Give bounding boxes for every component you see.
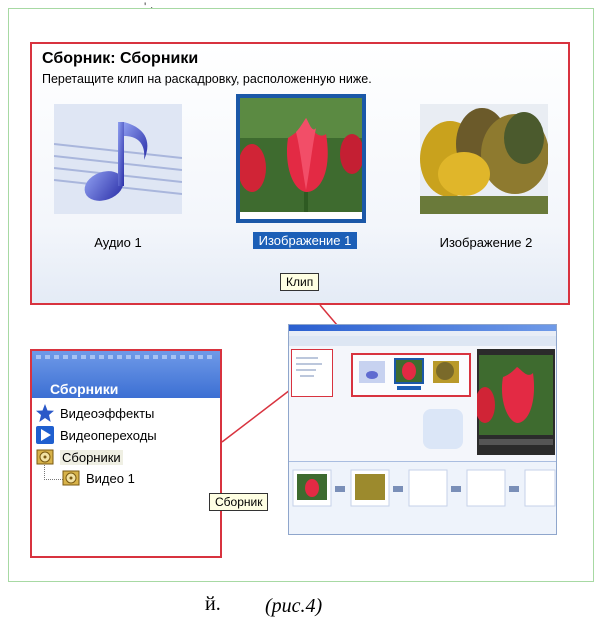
red-link-left (221, 389, 291, 443)
tree-connector (44, 465, 63, 480)
music-note-icon (54, 104, 182, 214)
tree-item-label: Видео 1 (86, 470, 135, 486)
mini-titlebar (289, 325, 556, 331)
mini-storyboard-frames (292, 469, 556, 507)
clip-callout: Клип (280, 273, 320, 291)
play-icon (36, 426, 54, 444)
image2-clip-label: Изображение 2 (439, 235, 533, 250)
mini-thumbnails (359, 358, 459, 390)
autumn-trees-photo (420, 104, 548, 214)
audio-clip-label: Аудио 1 (94, 235, 142, 250)
stray-mark: ' · (144, 0, 154, 14)
collection-instruction: Перетащите клип на раскадровку, располож… (42, 72, 372, 86)
film-reel-icon (36, 449, 54, 465)
figure-frame (8, 8, 594, 582)
mini-storyboard (289, 461, 556, 534)
collections-header: Сборники (32, 351, 220, 398)
film-reel-icon (62, 470, 80, 486)
mini-tree-lines (296, 357, 322, 377)
tree-item-video-effects[interactable]: Видеоэффекты (36, 404, 154, 422)
collection-callout: Сборник (209, 493, 269, 511)
movie-maker-mini-screenshot (288, 324, 557, 535)
audio-clip-thumbnail[interactable] (54, 104, 182, 214)
image1-clip-label: Изображение 1 (253, 232, 357, 249)
figure-caption: (рис.4) (265, 595, 323, 617)
mini-menubar (289, 331, 556, 336)
tree-item-video1[interactable]: Видео 1 (62, 469, 135, 487)
mini-collection-pane (351, 353, 471, 397)
tree-item-label: Видеоэффекты (60, 405, 155, 421)
tree-item-video-transitions[interactable]: Видеопереходы (36, 426, 157, 444)
mini-watermark-logo (423, 409, 463, 449)
mini-toolbar (289, 336, 556, 346)
tree-item-label: Сборники (60, 449, 123, 465)
image2-clip-thumbnail[interactable] (420, 104, 548, 214)
tree-item-label: Видеопереходы (60, 427, 157, 443)
collections-panel: Сборники Видеоэффекты Видеопереходы Сбор… (30, 349, 222, 558)
mini-preview-tulip (475, 355, 553, 445)
star-icon (36, 404, 54, 422)
image1-clip-thumbnail[interactable] (236, 94, 366, 223)
header-decoration (36, 355, 216, 359)
collections-title: Сборники (50, 381, 119, 397)
tulip-photo (240, 98, 362, 212)
text-fragment: й. (205, 593, 221, 615)
collection-panel: Сборник: Сборники Перетащите клип на рас… (30, 42, 570, 305)
collection-title: Сборник: Сборники (42, 50, 199, 67)
mini-tasks-pane (291, 349, 333, 397)
tree-item-collections[interactable]: Сборники (36, 448, 123, 466)
mini-preview-monitor (475, 349, 555, 455)
